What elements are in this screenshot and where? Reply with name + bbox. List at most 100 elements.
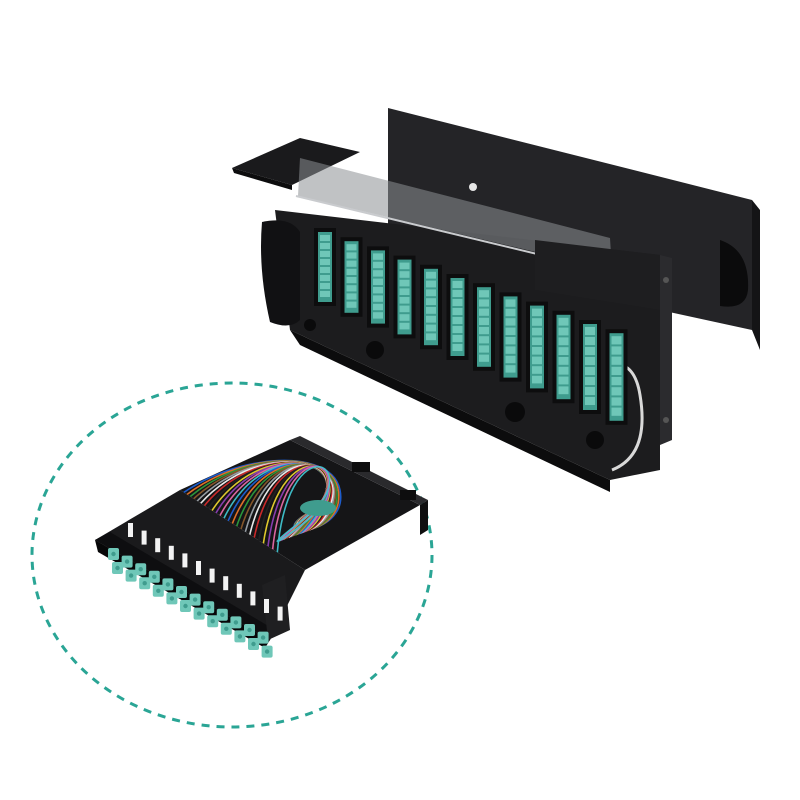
panel-lc-port — [532, 337, 542, 345]
panel-lc-port — [479, 327, 489, 335]
panel-lc-port — [479, 317, 489, 325]
lc-port-hole — [156, 588, 161, 593]
panel-lc-port — [320, 235, 330, 241]
panel-lc-port — [532, 347, 542, 355]
panel-lc-port — [505, 308, 516, 317]
panel-lc-port — [373, 253, 383, 260]
lc-port-hole — [183, 603, 188, 609]
rack-ear-right — [660, 255, 672, 445]
panel-lc-port — [320, 243, 330, 249]
panel-lc-port — [558, 366, 569, 375]
panel-lc-port — [532, 375, 542, 384]
panel-lc-port — [532, 318, 542, 326]
panel-lc-port — [373, 261, 383, 269]
panel-lc-port — [452, 326, 463, 333]
panel-lc-port — [558, 317, 569, 326]
cover-right-block — [535, 240, 660, 310]
panel-lc-port — [346, 252, 357, 259]
cable-routing-hole — [505, 402, 525, 422]
fiber-bundle — [149, 459, 342, 604]
cable-routing-hole — [586, 431, 604, 449]
panel-lc-port — [611, 387, 622, 396]
panel-lc-port — [399, 305, 410, 313]
cassette-module — [95, 436, 428, 658]
panel-lc-port — [320, 283, 330, 289]
enclosure-cover — [232, 138, 660, 310]
panel-lc-port — [426, 324, 436, 332]
cassette-mount-tab — [400, 490, 416, 500]
panel-lc-port — [585, 347, 595, 355]
lc-port-hole — [142, 581, 147, 586]
lc-port-hole — [165, 582, 171, 587]
panel-lc-port — [479, 336, 489, 344]
panel-lc-port — [532, 366, 542, 374]
panel-lc-port — [426, 298, 436, 305]
lc-connector-boot — [209, 568, 215, 583]
panel-lc-port — [346, 293, 357, 300]
cable-routing-hole — [366, 341, 384, 359]
panel-lc-port — [426, 333, 436, 341]
highlight-dashed-circle — [30, 381, 434, 729]
panel-lc-port — [399, 314, 410, 321]
panel-cassettes — [314, 228, 628, 425]
lc-port-hole — [206, 605, 211, 610]
lc-port-hole — [237, 634, 243, 639]
panel-lc-port — [346, 268, 357, 275]
panel-lc-port — [479, 299, 489, 307]
panel-lc-port — [585, 327, 595, 335]
panel-lc-port — [346, 260, 357, 267]
panel-lc-port — [479, 354, 489, 362]
panel-lc-port — [558, 337, 569, 346]
panel-lc-port — [320, 291, 330, 297]
panel-lc-port — [505, 346, 516, 354]
lc-port-hole — [115, 565, 120, 571]
lc-connector-boot — [182, 553, 188, 568]
panel-lc-port — [479, 290, 489, 298]
lc-port-hole — [124, 559, 130, 564]
panel-lc-port — [532, 356, 542, 365]
lc-port-hole — [196, 611, 202, 616]
enclosure-bottom-shadow — [290, 330, 610, 492]
panel-lc-port — [452, 299, 463, 306]
panel-lc-port — [346, 277, 357, 284]
panel-lc-port — [585, 357, 595, 365]
enclosure-side-handle — [720, 240, 749, 307]
panel-lc-port — [452, 281, 463, 288]
panel-lc-port — [399, 262, 410, 270]
lc-connector-boot — [196, 561, 201, 575]
lc-port-hole — [224, 626, 229, 631]
panel-lc-port — [452, 335, 463, 342]
panel-lc-port — [426, 315, 436, 323]
lc-connector-boot — [264, 599, 269, 613]
lc-port-hole — [179, 589, 184, 595]
cassette-mount-tab — [352, 462, 370, 472]
panel-lc-port — [320, 275, 330, 281]
panel-lc-port — [346, 285, 357, 292]
enclosure-left-wall — [261, 220, 300, 326]
panel-lc-port — [585, 377, 595, 385]
panel-lc-port — [452, 290, 463, 297]
panel-lc-port — [585, 367, 595, 375]
lc-port-hole — [169, 596, 175, 601]
flip-lid-edge — [232, 168, 292, 190]
panel-lc-port — [452, 317, 463, 324]
panel-lc-port — [505, 365, 516, 373]
panel-lc-port — [346, 244, 357, 251]
panel-lc-port — [426, 289, 436, 297]
panel-lc-port — [399, 279, 410, 287]
lc-adapter-array — [108, 523, 283, 658]
panel-lc-port — [611, 377, 622, 386]
panel-lc-port — [611, 407, 622, 416]
thumb-screw — [469, 183, 477, 191]
lc-port-hole — [138, 567, 143, 572]
mpo-connector — [300, 500, 336, 516]
lc-port-hole — [111, 551, 116, 557]
panel-lc-port — [399, 322, 410, 330]
lc-port-hole — [251, 641, 256, 647]
panel-lc-port — [585, 397, 595, 405]
panel-lc-port — [320, 267, 330, 273]
smoked-plexi-cover — [298, 158, 612, 270]
panel-lc-port — [505, 299, 516, 307]
